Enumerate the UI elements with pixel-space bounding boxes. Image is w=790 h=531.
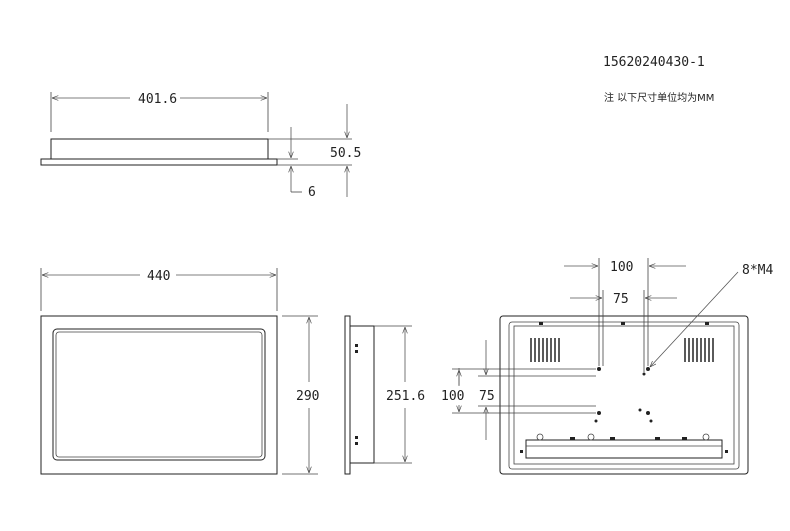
top-view-body [50, 138, 269, 160]
side-flange [344, 315, 351, 475]
side-height-label: 251.6 [386, 389, 425, 404]
top-view-flange [40, 158, 278, 166]
top-view: 401.6 50.5 6 [40, 92, 361, 200]
rear-hole-callout: 8*M4 [742, 263, 773, 278]
rear-connector-strip [525, 439, 723, 459]
drawing-number: 15620240430-1 [603, 55, 705, 70]
unit-note: 注 以下尺寸单位均为MM [604, 91, 714, 104]
rear-vspacing-outer-label: 100 [441, 389, 464, 404]
vent-left [530, 338, 560, 362]
rear-frame-outer [499, 315, 749, 475]
side-view: 251.6 [344, 315, 425, 475]
top-depth-label: 50.5 [330, 146, 361, 161]
vent-right [684, 338, 714, 362]
rear-hspacing-inner-label: 75 [613, 292, 629, 307]
front-width-label: 440 [147, 269, 170, 284]
front-height-label: 290 [296, 389, 319, 404]
rear-hspacing-outer-label: 100 [610, 260, 633, 275]
front-view: 440 290 [40, 268, 319, 475]
side-body [349, 325, 375, 464]
front-screen-outer [52, 328, 266, 461]
rear-panel [513, 325, 735, 465]
top-width-label: 401.6 [138, 92, 177, 107]
rear-vspacing-inner-label: 75 [479, 389, 495, 404]
rear-view: 100 75 8*M4 100 75 [441, 258, 773, 475]
front-screen-inner [55, 331, 263, 458]
top-flange-label: 6 [308, 185, 316, 200]
front-bezel [40, 315, 278, 475]
